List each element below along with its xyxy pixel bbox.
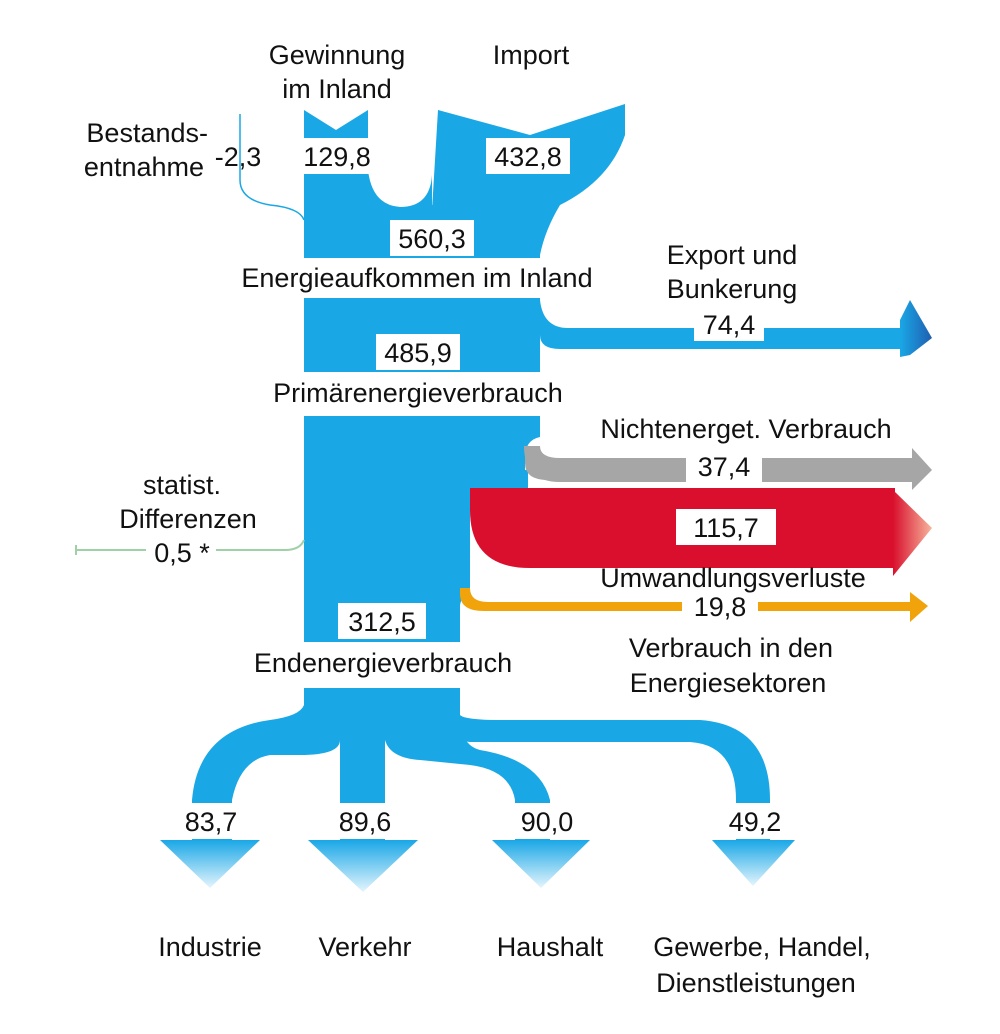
bestand-label-line2: entnahme	[84, 152, 204, 182]
statist-label-line1: statist.	[143, 470, 221, 500]
verkehr-value-box	[326, 803, 404, 839]
verkehr-value: 89,6	[339, 807, 392, 837]
haushalt-label: Haushalt	[497, 932, 604, 962]
import-value: 432,8	[494, 142, 562, 172]
energiesektoren-value-box	[682, 588, 758, 624]
gewerbe-label-line2: Dienstleistungen	[656, 968, 856, 998]
energiesektoren-flow	[460, 588, 910, 611]
haushalt-value-box	[508, 803, 586, 839]
energiesektoren-label-line2: Energiesektoren	[630, 668, 827, 698]
endenergie-band	[300, 642, 464, 688]
aufkommen-value-box	[390, 220, 474, 256]
gewerbe-arrow	[712, 840, 795, 886]
energieaufkommen-label: Energieaufkommen im Inland	[241, 263, 592, 293]
umwandlung-arrow	[893, 490, 932, 576]
primaer-value-box	[376, 334, 460, 370]
primaer-label: Primärenergieverbrauch	[273, 378, 563, 408]
endenergie-label: Endenergieverbrauch	[254, 648, 512, 678]
nichtenerget-value-box	[686, 448, 762, 484]
verkehr-arrow	[308, 840, 418, 892]
import-label: Import	[493, 40, 570, 70]
export-label-line2: Bunkerung	[667, 274, 798, 304]
statist-value-box	[146, 534, 216, 570]
nichtenerget-value: 37,4	[698, 452, 751, 482]
gewerbe-value: 49,2	[729, 807, 782, 837]
gewinnung-label-line1: Gewinnung	[269, 40, 406, 70]
industrie-arrow	[160, 840, 260, 888]
umwandlung-value: 115,7	[693, 513, 759, 543]
primaer-band	[300, 372, 544, 416]
statist-flow	[76, 539, 305, 551]
gewerbe-label-line1: Gewerbe, Handel,	[653, 932, 871, 962]
export-value: 74,4	[703, 310, 756, 340]
industrie-value: 83,7	[185, 807, 238, 837]
import-value-box	[486, 138, 570, 174]
gewerbe-flow	[455, 700, 770, 840]
industrie-label: Industrie	[158, 932, 262, 962]
industrie-value-box	[172, 803, 250, 839]
haushalt-flow	[385, 715, 550, 840]
nichtenerget-label: Nichtenerget. Verbrauch	[600, 414, 891, 444]
primaer-value: 485,9	[384, 338, 452, 368]
energieaufkommen-band	[300, 258, 544, 298]
aufkommen-value: 560,3	[398, 224, 466, 254]
export-value-box	[694, 305, 764, 341]
main-trunk-flow	[304, 170, 900, 715]
energiesektoren-label-line1: Verbrauch in den	[629, 633, 833, 663]
gewinnung-label-line2: im Inland	[282, 74, 392, 104]
bestand-flow	[239, 114, 305, 221]
endenergie-value-box	[338, 603, 426, 639]
gewinnung-value: 129,8	[303, 142, 371, 172]
statist-value: 0,5 *	[154, 538, 210, 568]
statist-label-line2: Differenzen	[119, 504, 257, 534]
haushalt-value: 90,0	[521, 807, 574, 837]
bestand-label-line1: Bestands-	[86, 118, 208, 148]
gewerbe-value-box	[716, 803, 794, 839]
umwandlung-label: Umwandlungsverluste	[600, 563, 866, 593]
nichtenerget-arrow	[912, 448, 932, 490]
gewinnung-value-box	[297, 138, 377, 174]
export-arrow	[900, 300, 932, 357]
energiesektoren-arrow	[910, 592, 928, 622]
energiesektoren-value: 19,8	[694, 592, 747, 622]
verkehr-label: Verkehr	[318, 932, 411, 962]
umwandlung-value-box	[676, 509, 776, 545]
endenergie-value: 312,5	[348, 607, 416, 637]
export-label-line1: Export und	[667, 240, 798, 270]
bestand-value: -2,3	[215, 142, 262, 172]
haushalt-arrow	[492, 840, 590, 888]
